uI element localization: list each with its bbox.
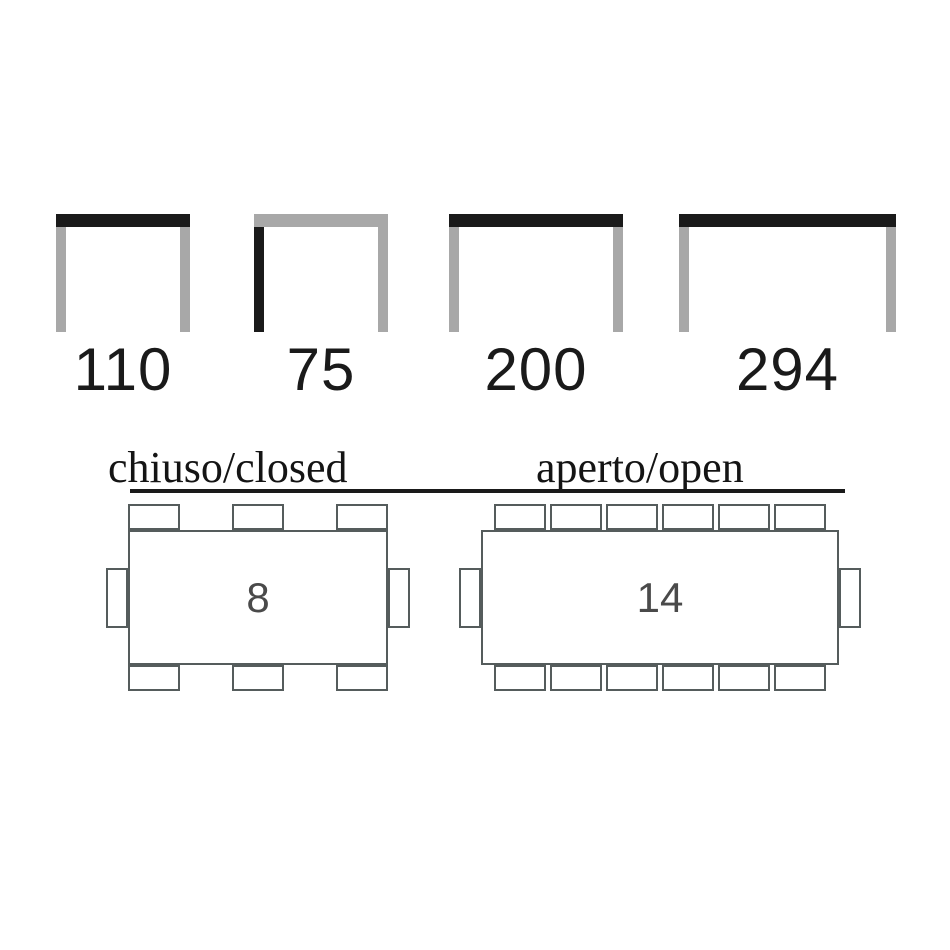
seat-top [718,504,770,530]
dimension-label-110: 110 [73,336,173,403]
seat-top [494,504,546,530]
seat-bottom [550,665,602,691]
seat-right [839,567,861,628]
caption-open: aperto/open [536,443,744,492]
table-top-bar [254,214,388,227]
seat-right [388,567,410,628]
seat-bottom [606,665,658,691]
seat-top [128,504,180,530]
table-leg-right [180,227,190,332]
seat-left [459,567,481,628]
seat-bottom [494,665,546,691]
seat-left [106,567,128,628]
table-plan-closed [128,530,388,665]
table-leg-left [679,227,689,332]
table-leg-right [378,227,388,332]
seat-count-closed: 8 [246,573,270,621]
caption-closed: chiuso/closed [108,443,348,492]
table-top-bar [56,214,190,227]
seat-top [662,504,714,530]
table-leg-right [613,227,623,332]
table-leg-right [886,227,896,332]
seat-bottom [662,665,714,691]
table-plan-open [481,530,839,665]
seat-top [232,504,284,530]
seat-top [774,504,826,530]
caption-underline-rule [130,489,845,493]
seat-bottom [718,665,770,691]
seat-top [606,504,658,530]
dimension-label-294: 294 [735,336,840,403]
table-top-bar [449,214,623,227]
table-top-bar [679,214,896,227]
table-leg-left [449,227,459,332]
seat-top [550,504,602,530]
elevation-width-closed-200 [449,214,623,332]
seat-bottom [128,665,180,691]
elevation-height-75 [254,214,388,332]
seat-count-open: 14 [636,573,684,621]
dimension-label-75: 75 [286,336,356,403]
seat-bottom [336,665,388,691]
seat-top [336,504,388,530]
seat-bottom [232,665,284,691]
seat-bottom [774,665,826,691]
elevation-depth-110 [56,214,190,332]
elevation-width-open-294 [679,214,896,332]
dimension-label-200: 200 [484,336,588,403]
table-leg-left [254,227,264,332]
table-leg-left [56,227,66,332]
